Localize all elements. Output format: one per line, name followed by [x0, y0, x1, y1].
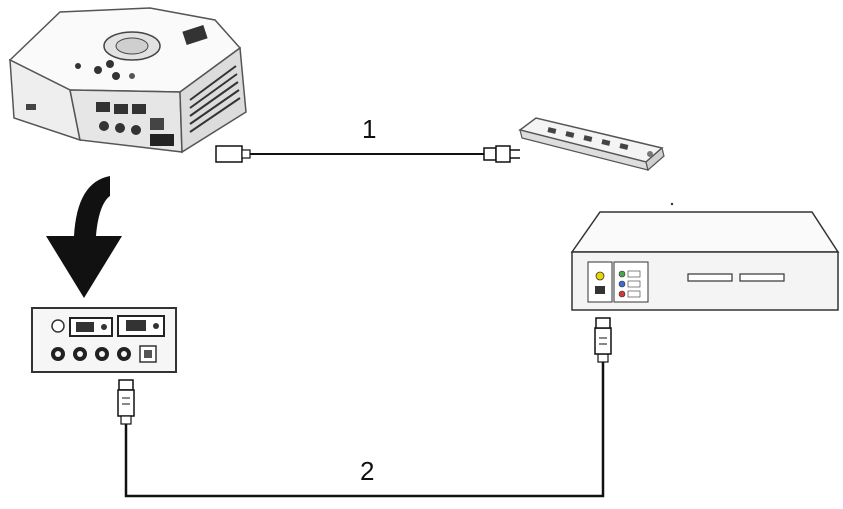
- power-cable: [215, 145, 520, 163]
- curved-arrow-down-icon: [46, 176, 122, 298]
- video-cable-callout: 2: [360, 456, 374, 486]
- video-cable: [117, 317, 612, 498]
- dvd-player-icon: [570, 202, 840, 311]
- power-cable-callout: 1: [362, 114, 376, 144]
- connector-panel-icon: [31, 307, 177, 373]
- projector-icon: [8, 7, 247, 154]
- power-strip-icon: [518, 117, 665, 172]
